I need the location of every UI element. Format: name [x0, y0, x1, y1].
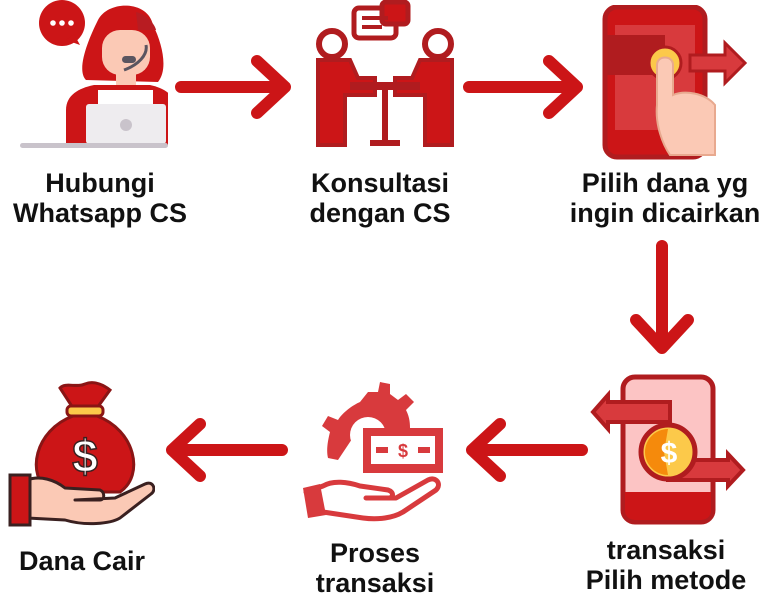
- phone-tap-select-icon: [595, 5, 755, 160]
- arrow-right-icon: [175, 55, 295, 119]
- step-label-line: transaksi: [606, 535, 726, 565]
- step-label-pilih-dana: Pilih dana yg ingin dicairkan: [570, 168, 761, 228]
- step-label-line: Pilih metode: [585, 565, 747, 595]
- step-label-hubungi-whatsapp: Hubungi Whatsapp CS: [13, 168, 187, 228]
- consultation-meeting-icon: [310, 0, 460, 150]
- arrow-down-icon: [630, 240, 694, 358]
- arrow-left-icon: [160, 418, 290, 482]
- step-label-line: ingin dicairkan: [569, 198, 761, 228]
- step-label-line: Whatsapp CS: [12, 198, 188, 228]
- arrow-left-icon: [460, 418, 590, 482]
- customer-service-agent-icon: [18, 0, 168, 150]
- svg-text:$: $: [72, 430, 98, 482]
- step-label-pilih-metode: transaksi Pilih metode: [586, 535, 747, 595]
- svg-text:$: $: [398, 441, 408, 461]
- step-label-konsultasi: Konsultasi dengan CS: [309, 168, 450, 228]
- step-label-proses-transaksi: Proses transaksi: [316, 538, 435, 598]
- svg-text:$: $: [661, 437, 678, 470]
- step-label-line: Proses: [329, 538, 421, 568]
- step-label-line: Pilih dana yg: [581, 168, 749, 198]
- step-label-line: transaksi: [315, 568, 435, 598]
- step-label-line: dengan CS: [309, 198, 451, 228]
- phone-money-transfer-icon: $: [588, 372, 748, 532]
- step-label-line: Dana Cair: [18, 546, 146, 576]
- step-label-dana-cair: Dana Cair: [19, 546, 145, 576]
- step-label-line: Hubungi: [45, 168, 155, 198]
- step-label-line: Konsultasi: [310, 168, 450, 198]
- process-payment-icon: $: [298, 380, 448, 530]
- money-bag-hand-icon: $: [5, 380, 155, 530]
- arrow-right-icon: [463, 55, 587, 119]
